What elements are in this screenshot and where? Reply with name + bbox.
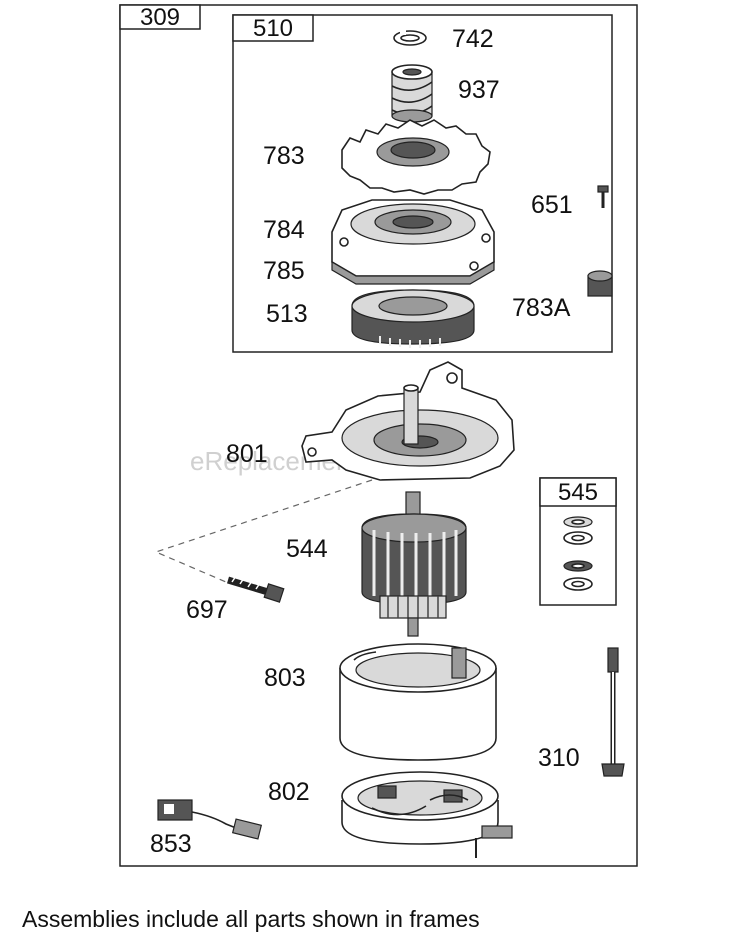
label-853: 853 [150, 830, 192, 858]
screw-651 [597, 185, 609, 208]
frame-510-tag [232, 14, 314, 42]
label-742: 742 [452, 25, 494, 53]
frame-309-tag [119, 4, 201, 30]
label-310: 310 [538, 744, 580, 772]
ring-gear-513 [351, 289, 475, 348]
label-803: 803 [264, 664, 306, 692]
label-513: 513 [266, 300, 308, 328]
leader-line-697 [154, 479, 373, 583]
label-784: 784 [263, 216, 305, 244]
washers-545 [563, 516, 593, 591]
label-544: 544 [286, 535, 328, 563]
drive-end-cap-801 [301, 361, 515, 481]
helix-sleeve-937 [391, 64, 433, 123]
label-802: 802 [268, 778, 310, 806]
label-697: 697 [186, 596, 228, 624]
retaining-ring-742 [393, 30, 427, 46]
label-651: 651 [531, 191, 573, 219]
through-bolt-310 [601, 647, 625, 777]
label-801: 801 [226, 440, 268, 468]
label-937: 937 [458, 76, 500, 104]
footer-note: Assemblies include all parts shown in fr… [22, 906, 480, 932]
frame-309-label: 309 [140, 4, 180, 31]
drive-cap-784 [331, 199, 495, 285]
frame-510 [232, 14, 613, 353]
wire-lead-853 [157, 799, 263, 840]
frame-510-label: 510 [253, 15, 293, 42]
bolt-697 [226, 575, 285, 603]
armature-544 [361, 491, 467, 637]
small-gear-783A [587, 270, 613, 297]
frame-545-label: 545 [558, 479, 598, 506]
frame-545-tag [539, 477, 617, 507]
frame-309 [119, 4, 638, 867]
label-785: 785 [263, 257, 305, 285]
label-783A: 783A [512, 294, 571, 322]
motor-housing-803 [339, 643, 497, 761]
label-783: 783 [263, 142, 305, 170]
pinion-gear-783 [341, 119, 491, 195]
brush-end-cap-802 [341, 771, 513, 858]
